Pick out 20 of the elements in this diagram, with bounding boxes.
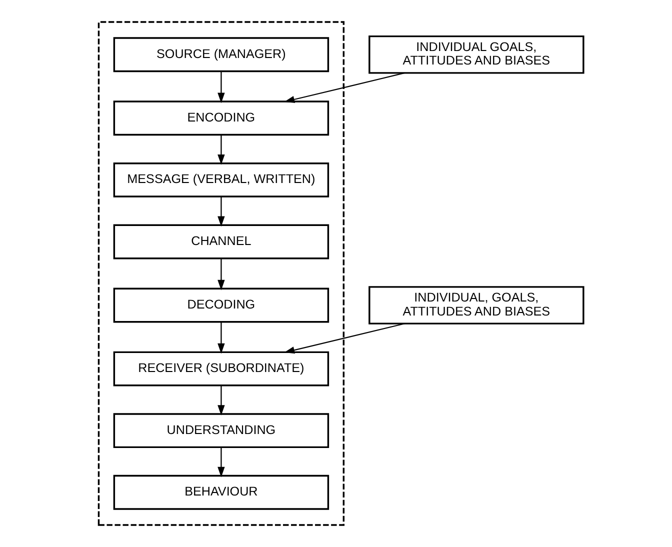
node-box: RECEIVER (SUBORDINATE) bbox=[112, 351, 329, 386]
arrow bbox=[217, 322, 224, 354]
arrow bbox=[284, 72, 404, 103]
arrow bbox=[217, 134, 224, 165]
node-box: ENCODING bbox=[112, 100, 329, 136]
node-box: SOURCE (MANAGER) bbox=[112, 37, 329, 72]
arrow bbox=[217, 386, 224, 416]
arrow bbox=[217, 258, 224, 290]
arrow bbox=[217, 196, 224, 227]
node-box: DECODING bbox=[112, 288, 329, 323]
arrow bbox=[284, 323, 404, 354]
arrow bbox=[217, 447, 224, 478]
node-box: INDIVIDUAL GOALS, ATTITUDES AND BIASES bbox=[368, 35, 584, 74]
node-box: MESSAGE (VERBAL, WRITTEN) bbox=[112, 162, 329, 198]
cluster bbox=[97, 21, 344, 526]
node-box: UNDERSTANDING bbox=[112, 413, 329, 448]
node-box: BEHAVIOUR bbox=[112, 474, 329, 510]
node-box: INDIVIDUAL, GOALS, ATTITUDES AND BIASES bbox=[368, 286, 584, 324]
arrow bbox=[217, 71, 224, 104]
node-box: CHANNEL bbox=[112, 224, 329, 260]
